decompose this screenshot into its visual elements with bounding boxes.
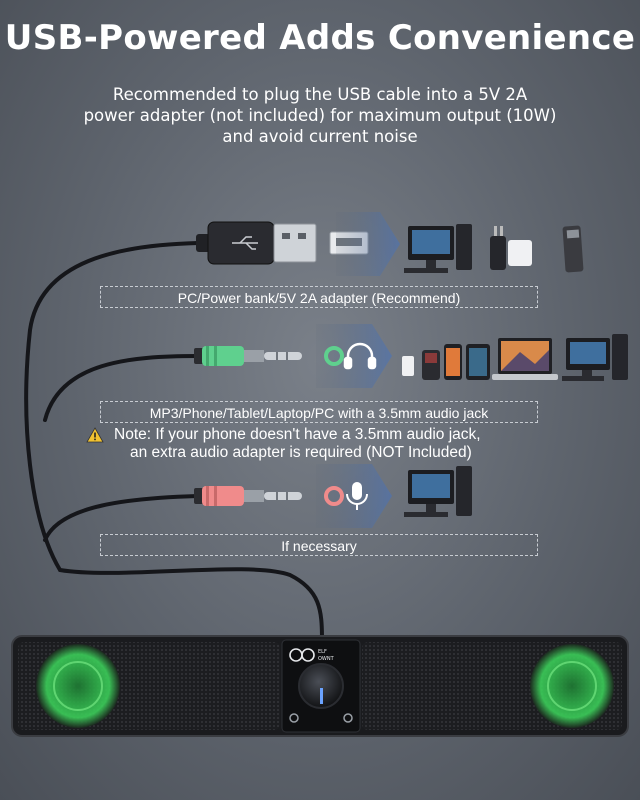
tablet-icon	[466, 344, 490, 380]
note: Note: If your phone doesn't have a 3.5mm…	[86, 426, 556, 462]
volume-knob-indicator	[320, 688, 323, 704]
headphone-plug-icon	[194, 346, 302, 366]
left-speaker-glow	[36, 644, 120, 728]
mic-plug-icon	[194, 486, 302, 506]
subtitle-line-2: power adapter (not included) for maximum…	[83, 106, 557, 125]
headphone-jack-port[interactable]	[289, 713, 299, 723]
headphone-icon	[343, 342, 377, 370]
phone-icon	[444, 344, 462, 380]
audio-jack-pink-icon	[324, 486, 344, 506]
desktop-pc-icon	[404, 224, 472, 273]
mp3-player-icon	[402, 350, 440, 380]
page-title: USB-Powered Adds Convenience	[4, 18, 636, 58]
note-line-1: Note: If your phone doesn't have a 3.5mm…	[114, 426, 481, 443]
caption-usb: PC/Power bank/5V 2A adapter (Recommend)	[100, 286, 538, 308]
soundbar: ELF OWNT	[11, 635, 629, 737]
arrow-usb	[336, 212, 400, 276]
svg-text:OWNT: OWNT	[318, 656, 335, 662]
caption-headphone: MP3/Phone/Tablet/Laptop/PC with a 3.5mm …	[100, 401, 538, 423]
audio-jack-green-icon	[324, 346, 344, 366]
mic-jack-port[interactable]	[343, 713, 353, 723]
desktop-pc-icon-3	[404, 466, 472, 517]
laptop-icon	[492, 338, 558, 380]
warning-icon	[86, 427, 104, 443]
brand-logo: ELF OWNT	[289, 648, 335, 662]
svg-text:ELF: ELF	[318, 649, 327, 655]
caption-mic: If necessary	[100, 534, 538, 556]
arrow-headphone	[316, 324, 392, 388]
usb-plug-icon	[196, 221, 317, 265]
subtitle-line-1: Recommended to plug the USB cable into a…	[112, 85, 528, 104]
right-speaker-glow	[530, 644, 614, 728]
subtitle: Recommended to plug the USB cable into a…	[40, 84, 600, 147]
subtitle-line-3: and avoid current noise	[222, 127, 418, 146]
microphone-icon	[346, 482, 368, 510]
volume-knob[interactable]	[298, 663, 344, 709]
cables	[24, 241, 324, 642]
power-adapter-icon	[490, 226, 532, 270]
desktop-pc-icon-2	[562, 334, 628, 381]
power-bank-icon	[562, 225, 584, 273]
note-line-2: an extra audio adapter is required (NOT …	[130, 444, 472, 461]
